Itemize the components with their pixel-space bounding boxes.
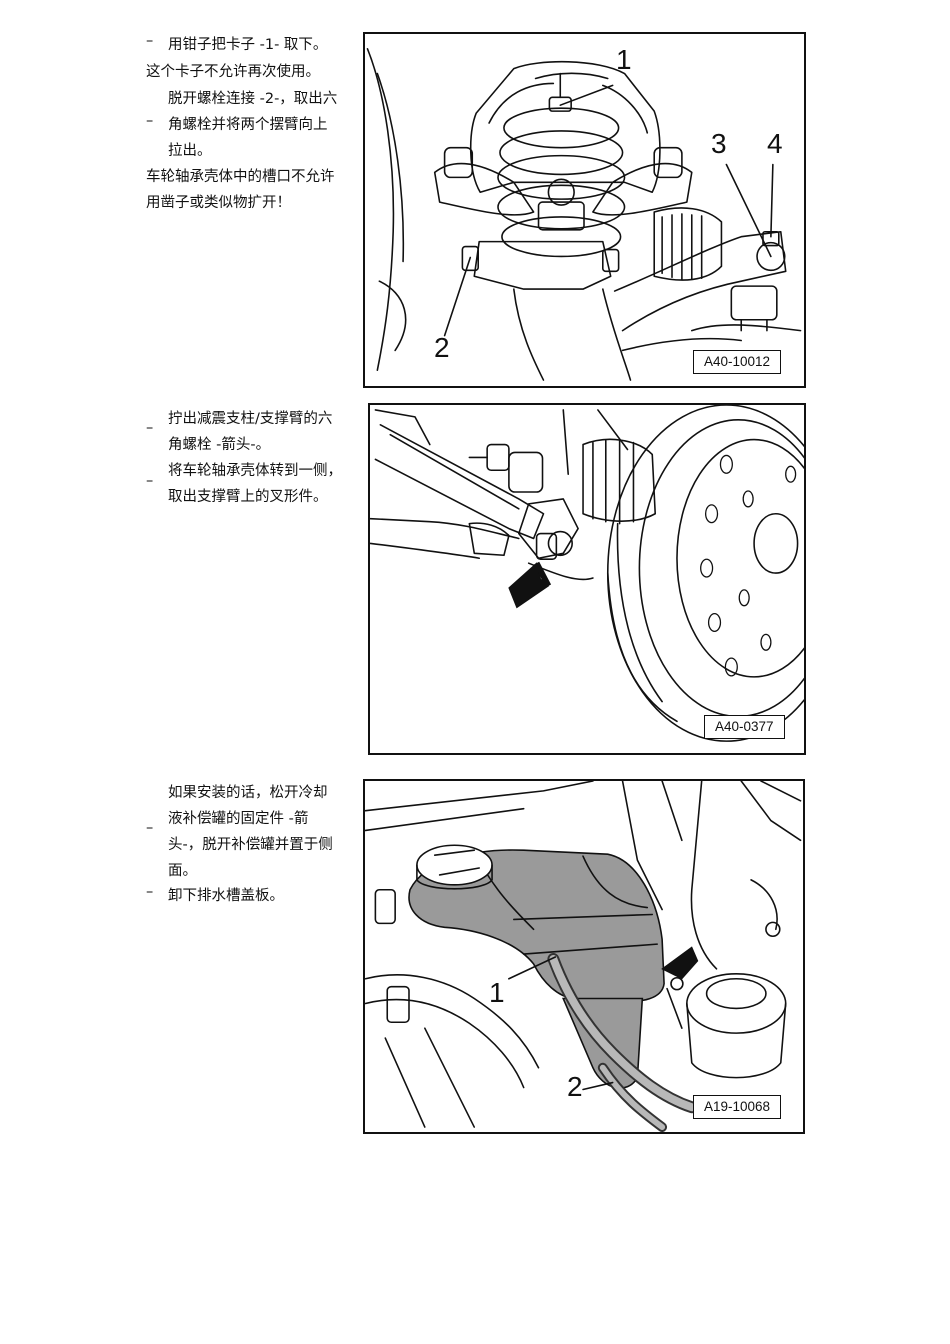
figure-id: A19-10068: [693, 1095, 782, 1119]
step-bolt-line3: 拉出。: [168, 143, 212, 159]
callout-4: 4: [767, 128, 783, 159]
figure-suspension-arms: 1 2 3 4 A40-10012: [363, 32, 806, 388]
coolant-reservoir-illustration: [365, 781, 802, 1132]
figure-id: A40-0377: [704, 715, 785, 739]
warning-line1: 车轮轴承壳体中的槽口不允许: [146, 169, 335, 185]
figure-coolant-reservoir: 1 2 A19-10068: [363, 779, 805, 1134]
bullet-dash: –: [146, 420, 154, 436]
step-loosen-line1: 如果安装的话，松开冷却: [168, 785, 328, 801]
warning-line2: 用凿子或类似物扩开！: [146, 195, 291, 211]
step-unscrew-line1: 拧出减震支柱/支撑臂的六: [168, 411, 333, 427]
step-bolt-line1: 脱开螺栓连接 -2-，取出六: [168, 91, 338, 107]
bullet-dash: –: [146, 113, 154, 129]
callout-1: 1: [489, 977, 505, 1008]
step-loosen-line4: 面。: [168, 863, 197, 879]
suspension-arm-illustration: [366, 48, 802, 381]
figure-id: A40-10012: [693, 350, 782, 374]
step-remove-clip: 用钳子把卡子 -1- 取下。: [168, 37, 328, 53]
note-clip-no-reuse: 这个卡子不允许再次使用。: [146, 64, 320, 80]
step-bolt-line2: 角螺栓并将两个摆臂向上: [168, 117, 328, 133]
figure-strut-bolt: A40-0377: [368, 403, 806, 755]
strut-bolt-illustration: [370, 405, 804, 742]
callout-3: 3: [711, 128, 727, 159]
callout-2: 2: [567, 1071, 583, 1102]
callout-1: 1: [616, 44, 632, 75]
bullet-dash: –: [146, 33, 154, 49]
step-rotate-line2: 取出支撑臂上的叉形件。: [168, 489, 328, 505]
bullet-dash: –: [146, 820, 154, 836]
step-loosen-line3: 头-，脱开补偿罐并置于侧: [168, 837, 333, 853]
bullet-dash: –: [146, 473, 154, 489]
step-unscrew-line2: 角螺栓 -箭头-。: [168, 437, 271, 453]
bullet-dash: –: [146, 884, 154, 900]
step-rotate-line1: 将车轮轴承壳体转到一侧，: [168, 463, 342, 479]
step-remove-cover: 卸下排水槽盖板。: [168, 888, 284, 904]
callout-2: 2: [434, 332, 450, 363]
step-loosen-line2: 液补偿罐的固定件 -箭: [168, 811, 309, 827]
